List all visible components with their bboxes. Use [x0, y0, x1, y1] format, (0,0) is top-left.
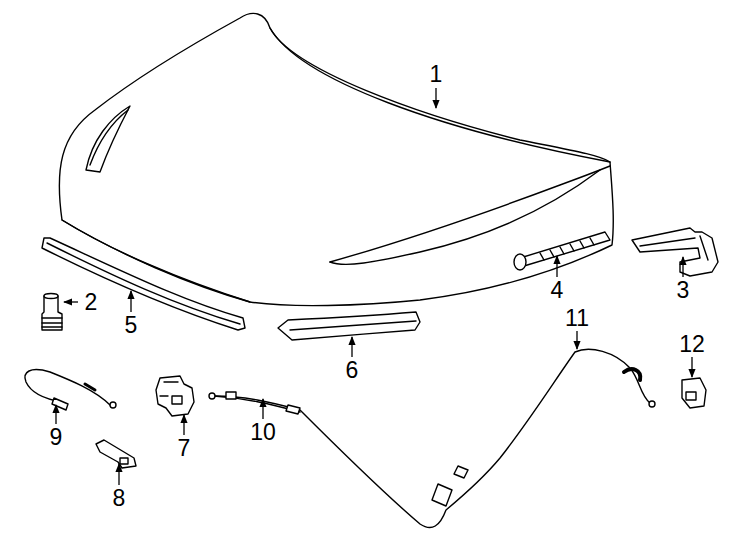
- callout-number: 2: [85, 291, 98, 314]
- callout-holder: 5: [125, 314, 138, 337]
- callout-number: 6: [346, 359, 359, 382]
- callout-number: 5: [125, 314, 138, 337]
- callout-number: 12: [679, 333, 705, 356]
- callout-holder: 7: [178, 437, 191, 460]
- callout-holder: 9: [50, 426, 63, 449]
- callout-number: 3: [677, 279, 690, 302]
- callout-number: 8: [113, 487, 126, 510]
- callout-number: 10: [250, 421, 276, 444]
- callout-number: 1: [430, 63, 443, 86]
- callout-number: 9: [50, 426, 63, 449]
- callout-number: 11: [565, 307, 589, 330]
- callout-holder: 4: [551, 279, 564, 302]
- callout-holder: 10: [250, 421, 276, 444]
- callout-holder: 2: [85, 291, 98, 314]
- callout-holder: 1: [430, 63, 443, 86]
- callout-holder: 8: [113, 487, 126, 510]
- callout-holder: 12: [679, 333, 705, 356]
- callout-holder: 11: [565, 307, 589, 330]
- callout-holder: 6: [346, 359, 359, 382]
- callout-holder: 3: [677, 279, 690, 302]
- callout-number: 4: [551, 279, 564, 302]
- callout-number: 7: [178, 437, 191, 460]
